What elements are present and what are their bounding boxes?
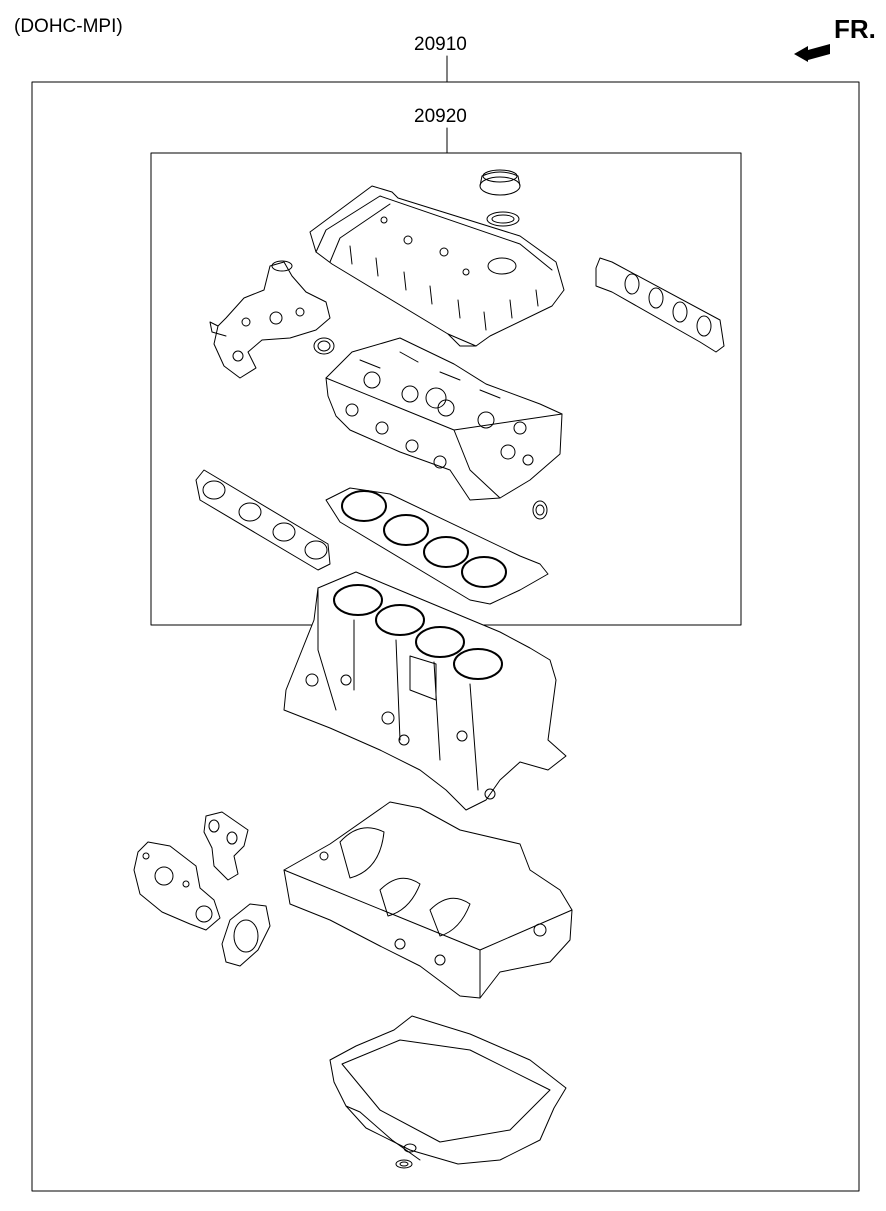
water-inlet-gasket[interactable] (203, 811, 249, 881)
part-number-inner[interactable]: 20920 (414, 106, 467, 127)
oil-filler-cap[interactable] (479, 169, 521, 196)
outer-kit-frame (31, 81, 860, 1192)
front-arrow-icon (794, 44, 830, 62)
intake-manifold-gasket[interactable] (195, 469, 331, 571)
engine-type-label: (DOHC-MPI) (14, 16, 123, 37)
oil-pan[interactable] (329, 1015, 567, 1165)
water-outlet-o-ring[interactable] (313, 337, 335, 355)
cylinder-head[interactable] (325, 337, 563, 501)
part-number-outer[interactable]: 20910 (414, 34, 467, 55)
cylinder-head-gasket[interactable] (325, 487, 549, 605)
cylinder-block[interactable] (283, 571, 567, 811)
camshaft-seal[interactable] (532, 500, 548, 520)
water-outlet-fitting[interactable] (209, 260, 331, 379)
oil-filler-cap-seal[interactable] (486, 211, 520, 227)
cylinder-head-cover[interactable] (309, 185, 565, 347)
lower-crankcase[interactable] (283, 801, 573, 999)
exhaust-manifold-gasket[interactable] (595, 257, 725, 353)
drain-plug-gasket[interactable] (395, 1159, 413, 1169)
water-pump[interactable] (133, 841, 221, 931)
water-pump-gasket[interactable] (221, 903, 271, 967)
front-direction-label: FR. (834, 14, 876, 44)
